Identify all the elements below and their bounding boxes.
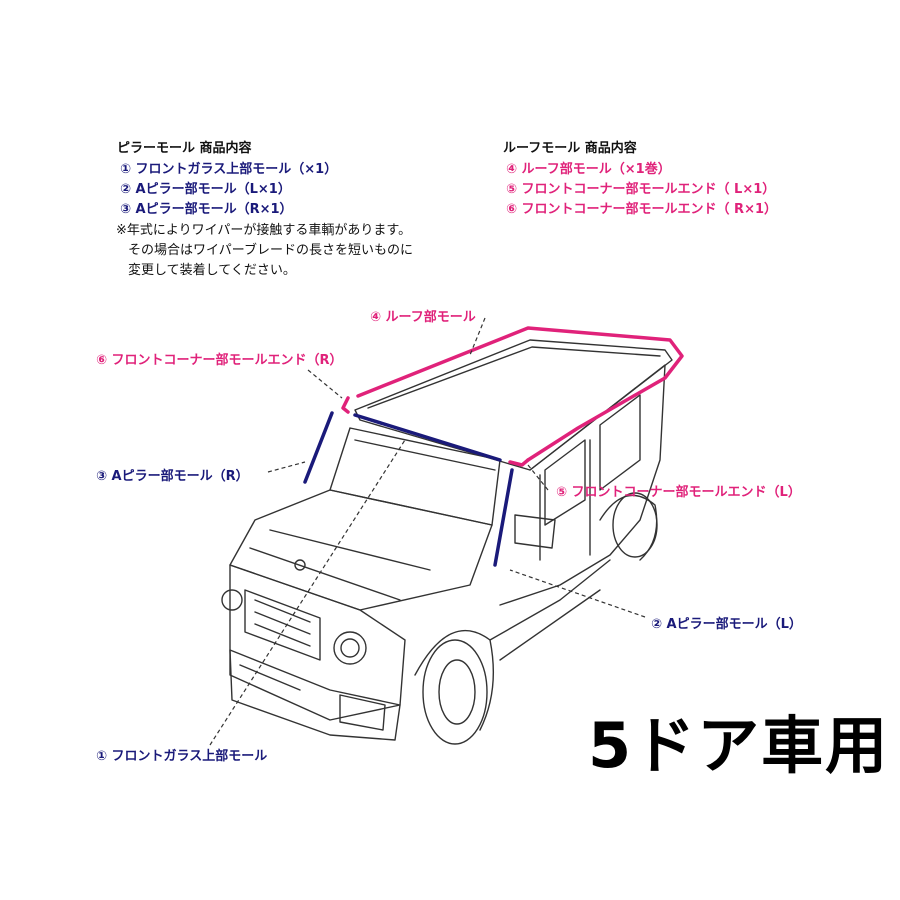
pillar-item-3: ③ Aピラー部モール（R×1） [120,202,293,217]
leader-lines [209,317,646,746]
roof-item-5: ⑤ フロントコーナー部モールエンド（ L×1） [506,182,776,197]
corner-end-l [508,458,530,467]
windshield-molding [353,413,502,462]
pillar-item-1: ① フロントガラス上部モール（×1） [120,162,338,177]
pillar-note-line-3: 変更して装着してください。 [128,263,296,278]
roof-molding [356,326,684,462]
callout-corner-l: ⑤ フロントコーナー部モールエンド（L） [556,485,801,500]
roof-item-4: ④ ルーフ部モール（×1巻） [506,162,671,177]
callout-pillar-r: ③ Aピラー部モール（R） [96,469,249,484]
car-outline [221,339,673,745]
callout-corner-r: ⑥ フロントコーナー部モールエンド（R） [96,353,343,368]
pillar-heading: ピラーモール 商品内容 [117,141,252,156]
pillar-note-line-2: その場合はワイパーブレードの長さを短いものに [128,243,413,258]
pillar-item-2: ② Aピラー部モール（L×1） [120,182,291,197]
callout-windshield: ① フロントガラス上部モール [96,749,268,764]
a-pillar-molding-r [303,411,334,484]
roof-moldings [341,326,684,467]
roof-item-6: ⑥ フロントコーナー部モールエンド（ R×1） [506,202,778,217]
callout-roof: ④ ルーフ部モール [370,310,476,325]
corner-end-r [341,396,350,414]
pillar-note-line-1: ※年式によりワイパーが接触する車輌があります。 [116,223,412,238]
five-door-badge: 5ドア車用 [588,709,890,782]
callout-pillar-l: ② Aピラー部モール（L） [651,617,802,632]
roof-heading: ルーフモール 商品内容 [503,141,637,156]
a-pillar-molding-l [493,468,514,567]
pillar-moldings [303,411,514,567]
